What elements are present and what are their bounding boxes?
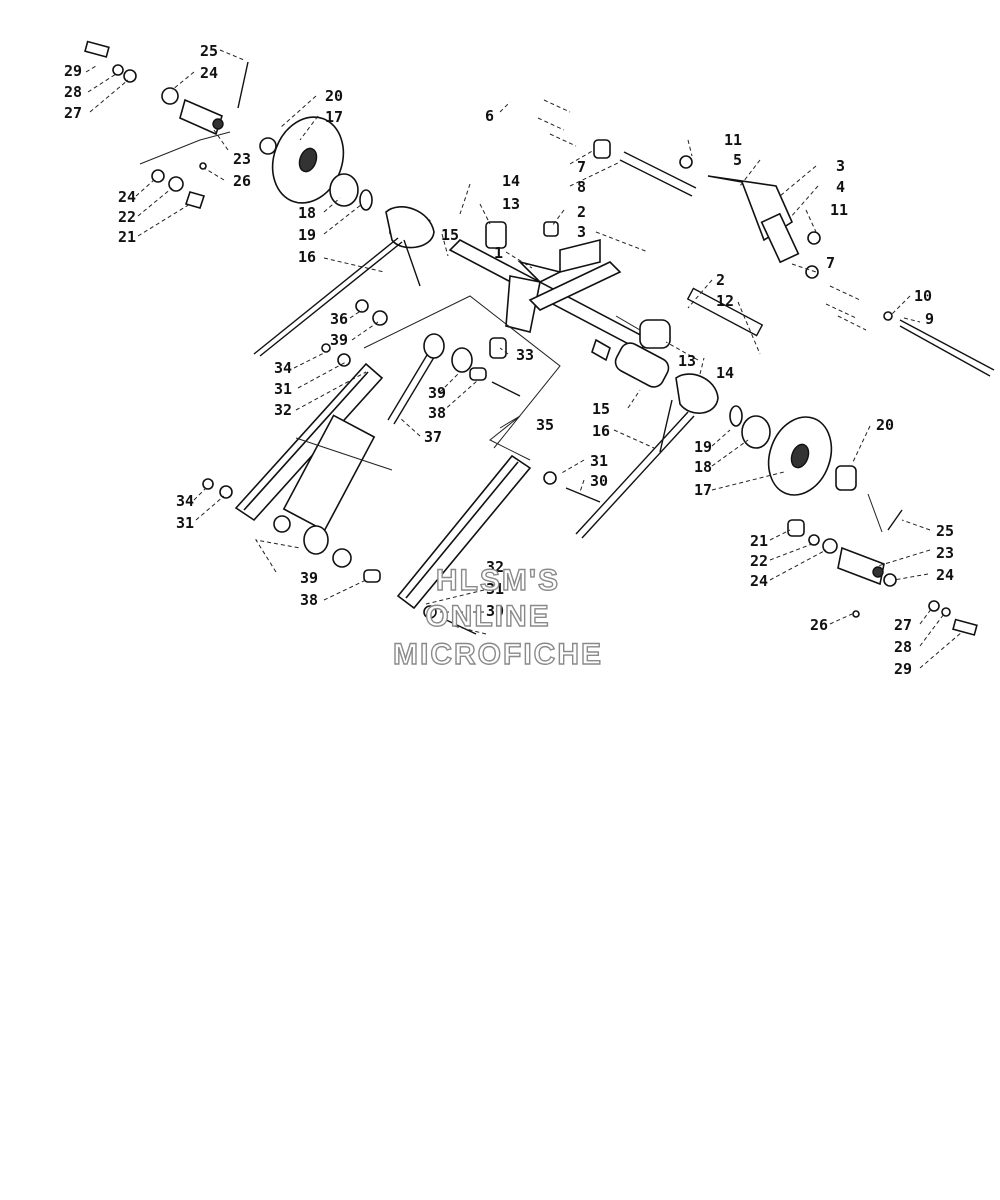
callout-label: 18 (694, 458, 712, 476)
callout-labels: 29 28 27 25 24 20 17 23 26 24 22 21 18 1… (64, 42, 954, 678)
callout-label: 16 (592, 422, 610, 440)
callout-label: 23 (936, 544, 954, 562)
callout-label: 23 (233, 150, 251, 168)
callout-label: 13 (502, 195, 520, 213)
callout-label: 37 (424, 428, 442, 446)
callout-label: 2 (577, 203, 586, 221)
callout-label: 24 (936, 566, 954, 584)
callout-label: 3 (577, 223, 586, 241)
callout-label: 5 (733, 151, 742, 169)
right-linkage-arm (396, 454, 601, 635)
callout-label: 7 (577, 158, 586, 176)
callout-label: 28 (64, 83, 82, 101)
callout-label: 20 (325, 87, 343, 105)
callout-label: 15 (592, 400, 610, 418)
callout-label: 2 (716, 271, 725, 289)
watermark: HLSM'S ONLINE MICROFICHE (392, 563, 603, 671)
callout-label: 25 (200, 42, 218, 60)
shock-absorber (273, 333, 521, 583)
callout-label: 27 (64, 104, 82, 122)
callout-label: 34 (176, 492, 194, 510)
callout-label: 1 (494, 244, 503, 262)
left-torsion-spring (253, 206, 435, 357)
callout-label: 17 (325, 108, 343, 126)
callout-label: 31 (176, 514, 194, 532)
parts-drawing (84, 40, 995, 636)
callout-label: 38 (300, 591, 318, 609)
callout-label: 6 (485, 107, 494, 125)
callout-label: 3 (836, 157, 845, 175)
callout-label: 22 (118, 208, 136, 226)
callout-label: 19 (694, 438, 712, 456)
callout-label: 11 (724, 131, 742, 149)
callout-label: 39 (428, 384, 446, 402)
watermark-line-3: MICROFICHE (393, 638, 603, 671)
right-torsion-spring (575, 287, 771, 539)
callout-label: 20 (876, 416, 894, 434)
callout-label: 31 (486, 580, 504, 598)
callout-label: 9 (925, 310, 934, 328)
upper-left-idler-assembly (84, 40, 373, 211)
callout-label: 25 (936, 522, 954, 540)
callout-label: 14 (716, 364, 734, 382)
right-mounting-bracket (537, 99, 995, 377)
callout-label: 30 (486, 602, 504, 620)
callout-label: 32 (274, 401, 292, 419)
callout-label: 14 (502, 172, 520, 190)
watermark-line-2: ONLINE (425, 600, 550, 633)
callout-label: 36 (330, 310, 348, 328)
callout-label: 10 (914, 287, 932, 305)
callout-label: 4 (836, 178, 845, 196)
callout-label: 19 (298, 226, 316, 244)
callout-label: 39 (330, 331, 348, 349)
watermark-line-1: HLSM'S (436, 564, 560, 597)
callout-label: 24 (200, 64, 218, 82)
callout-label: 26 (233, 172, 251, 190)
callout-label: 34 (274, 359, 292, 377)
callout-label: 28 (894, 638, 912, 656)
callout-label: 31 (274, 380, 292, 398)
callout-label: 27 (894, 616, 912, 634)
callout-label: 32 (486, 558, 504, 576)
callout-label: 29 (64, 62, 82, 80)
callout-label: 24 (750, 572, 768, 590)
callout-label: 39 (300, 569, 318, 587)
callout-label: 24 (118, 188, 136, 206)
callout-label: 13 (678, 352, 696, 370)
callout-label: 15 (441, 226, 459, 244)
callout-label: 18 (298, 204, 316, 222)
callout-label: 16 (298, 248, 316, 266)
callout-label: 22 (750, 552, 768, 570)
callout-label: 29 (894, 660, 912, 678)
callout-label: 31 (590, 452, 608, 470)
leader-lines (85, 49, 963, 669)
callout-label: 21 (118, 228, 136, 246)
callout-label: 12 (716, 292, 734, 310)
callout-label: 8 (577, 178, 586, 196)
callout-label: 38 (428, 404, 446, 422)
callout-label: 17 (694, 481, 712, 499)
callout-label: 7 (826, 254, 835, 272)
callout-label: 21 (750, 532, 768, 550)
callout-label: 30 (590, 472, 608, 490)
callout-label: 11 (830, 201, 848, 219)
callout-label: 35 (536, 416, 554, 434)
lower-right-idler-assembly (767, 416, 978, 636)
callout-label: 33 (516, 346, 534, 364)
callout-label: 26 (810, 616, 828, 634)
cross-shaft-assembly (448, 221, 652, 362)
